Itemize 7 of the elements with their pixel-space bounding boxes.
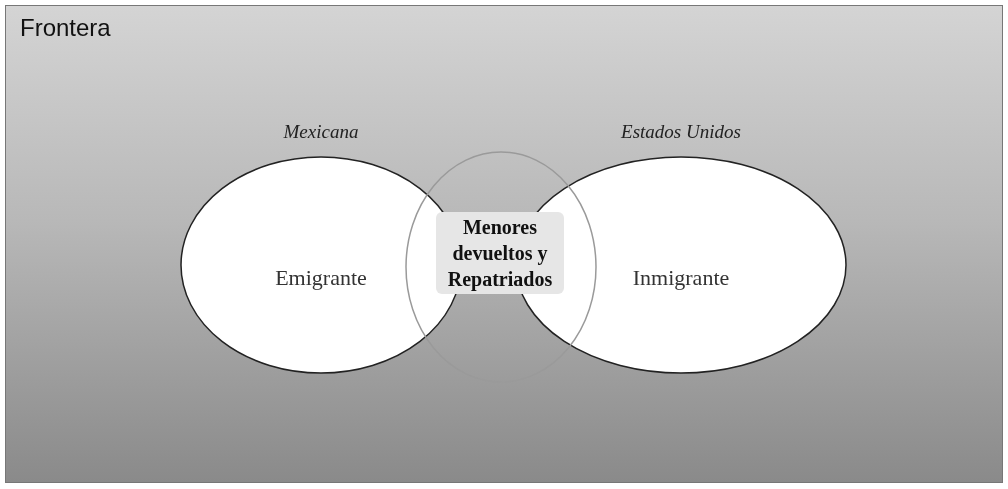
panel-title: Frontera — [20, 14, 111, 42]
region-heading: Estados Unidos — [621, 121, 741, 143]
border-panel — [5, 5, 1003, 483]
overlap-label: Menores devueltos y Repatriados — [436, 212, 564, 294]
region-label: Emigrante — [275, 265, 367, 291]
region-heading: Mexicana — [283, 121, 359, 143]
region-label: Inmigrante — [632, 265, 730, 291]
